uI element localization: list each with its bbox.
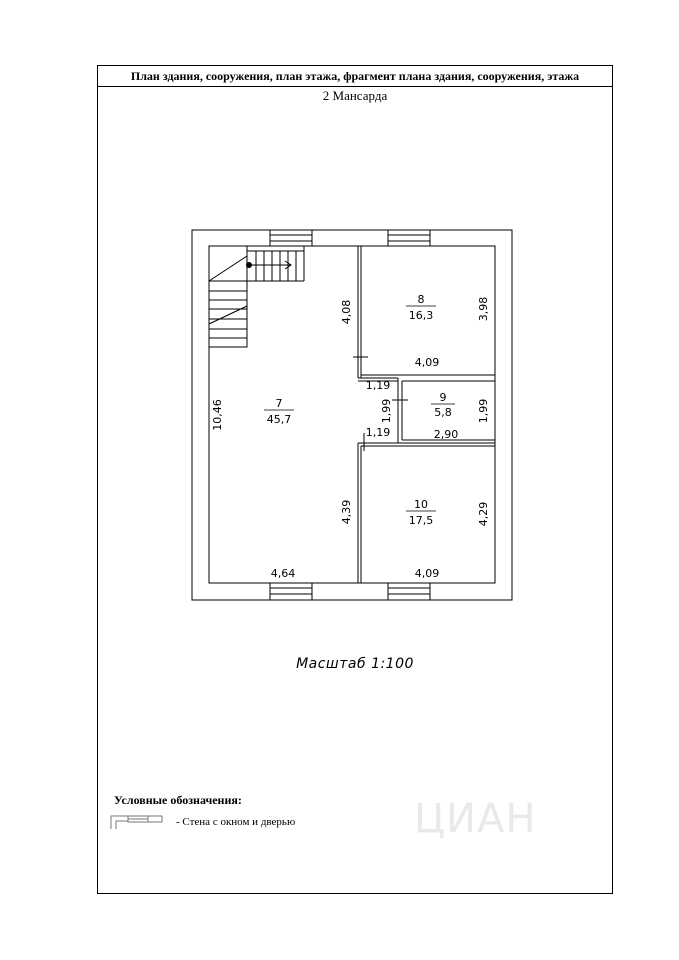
dim-room7-width: 4,64	[271, 567, 296, 580]
floor-plan: 7 45,7 8 16,3 9 5,8 10 17,5 4,64 4,09 1,…	[191, 229, 513, 601]
stair-start-dot	[246, 262, 252, 268]
room8-number: 8	[418, 293, 425, 306]
scale-label: Масштаб 1:100	[296, 656, 414, 672]
room10-number: 10	[414, 498, 428, 511]
dim-corridor-top: 1,19	[366, 379, 391, 392]
dim-room10-height: 4,29	[477, 502, 490, 527]
dim-room9-height: 1,99	[477, 399, 490, 424]
dim-room8-width: 4,09	[415, 356, 440, 369]
floor-label: 2 Мансарда	[322, 88, 388, 103]
watermark-logo: ЦИАН	[414, 796, 537, 842]
dim-room7-height: 10,46	[211, 399, 224, 431]
dim-room7-upper: 4,08	[340, 300, 353, 325]
room9-number: 9	[440, 391, 447, 404]
dim-corridor-bottom: 1,19	[366, 426, 391, 439]
outer-wall-outer	[191, 229, 513, 601]
room10-area: 17,5	[409, 514, 434, 527]
room7-area: 45,7	[267, 413, 292, 426]
dim-room7-lower: 4,39	[340, 500, 353, 525]
wall-window-door-icon	[110, 815, 163, 829]
staircase	[208, 245, 305, 348]
window-top-left	[269, 229, 313, 247]
window-top-right	[387, 229, 431, 247]
dim-corridor-mid: 1,99	[380, 399, 393, 424]
outer-wall-inner	[208, 245, 496, 584]
dim-room9-width: 2,90	[434, 428, 459, 441]
sheet-frame: План здания, сооружения, план этажа, фра…	[97, 65, 613, 894]
room8-area: 16,3	[409, 309, 434, 322]
room9-area: 5,8	[434, 406, 452, 419]
legend-item: - Стена с окном и дверью	[176, 816, 296, 828]
dim-room8-height: 3,98	[477, 297, 490, 322]
window-bottom-right	[387, 582, 431, 601]
window-bottom-left	[269, 582, 313, 601]
legend-title: Условные обозначения:	[114, 793, 242, 807]
dim-room10-width: 4,09	[415, 567, 440, 580]
room7-number: 7	[276, 397, 283, 410]
sheet-title: План здания, сооружения, план этажа, фра…	[98, 66, 612, 87]
